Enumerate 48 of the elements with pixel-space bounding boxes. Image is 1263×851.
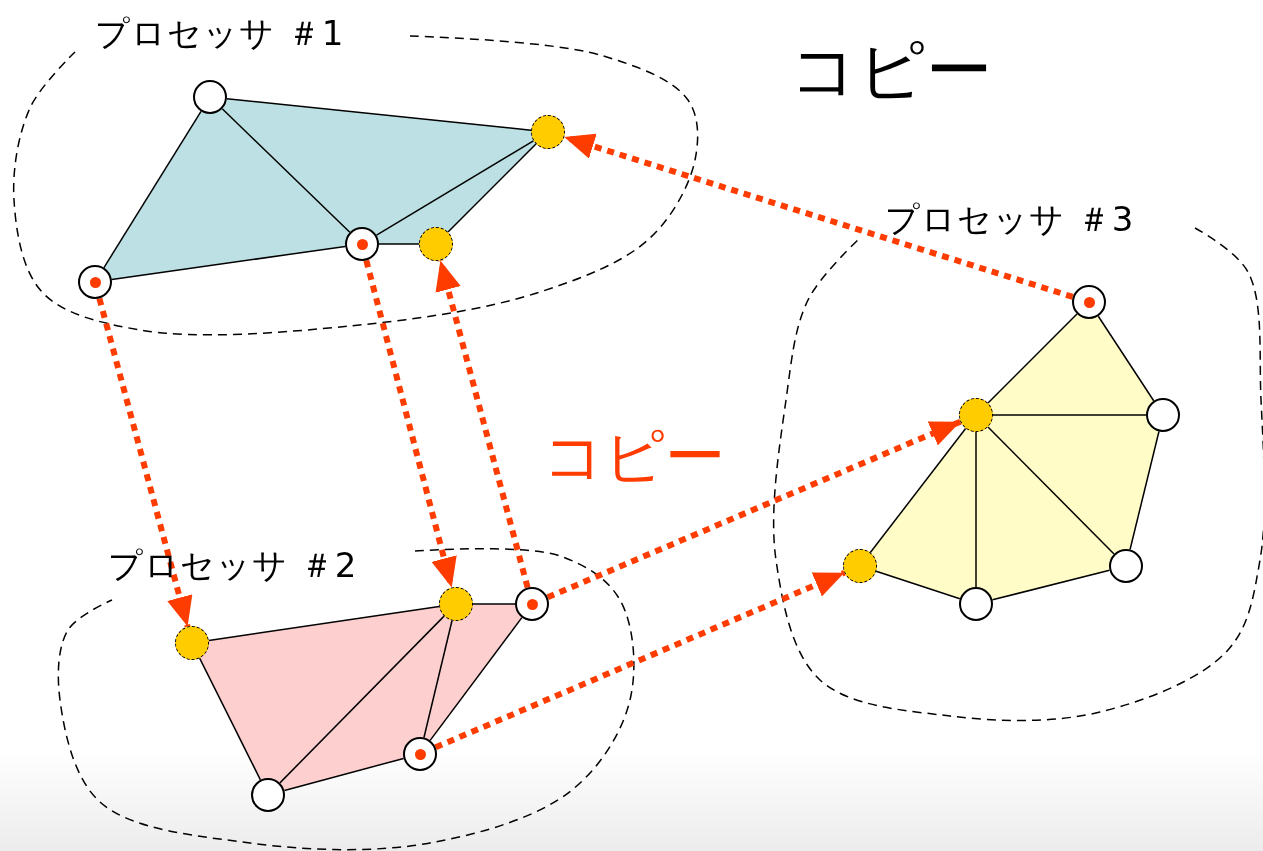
mesh-line <box>375 140 535 236</box>
arrow <box>96 297 193 628</box>
mesh-line <box>103 110 202 269</box>
mesh-line <box>447 143 537 233</box>
processor-label: プロセッサ ＃2 <box>108 548 358 582</box>
dashed-vertex-circle <box>419 227 453 261</box>
vertex-circle <box>959 587 993 621</box>
dashed-vertex-circle <box>439 587 473 621</box>
mesh-line <box>423 619 453 739</box>
mesh-line <box>226 98 532 131</box>
mesh-line <box>472 603 516 605</box>
mesh-line <box>111 245 346 281</box>
mesh-line <box>1129 430 1160 551</box>
arrow <box>546 418 962 601</box>
vertex-circle <box>1146 398 1180 432</box>
mesh-line <box>975 431 977 588</box>
processor-label: プロセッサ ＃3 <box>885 202 1135 236</box>
copy-label: コピー <box>543 426 725 486</box>
mesh-line <box>869 427 967 554</box>
arrow <box>435 259 531 589</box>
mesh-line <box>198 657 262 781</box>
dashed-vertex-circle <box>175 626 209 660</box>
mesh-line <box>283 757 405 792</box>
dashed-vertex-circle <box>531 115 565 149</box>
dashed-vertex-circle <box>843 549 877 583</box>
mesh-line <box>991 569 1111 601</box>
arrow <box>563 133 1074 300</box>
mesh-line <box>992 414 1147 416</box>
processor-label: プロセッサ ＃1 <box>95 16 345 50</box>
marked-vertex-circle <box>345 227 379 261</box>
mesh-line <box>875 570 961 600</box>
marked-vertex-circle <box>515 587 549 621</box>
arrow <box>434 569 846 751</box>
mesh-line <box>221 108 351 233</box>
mesh-line <box>279 615 445 784</box>
mesh-line <box>987 313 1078 404</box>
mesh-line <box>429 616 523 742</box>
marked-vertex-circle <box>78 265 112 299</box>
mesh-line <box>378 243 420 245</box>
vertex-circle <box>1109 549 1143 583</box>
vertex-circle <box>193 80 227 114</box>
mesh-line <box>987 426 1115 555</box>
mesh-line <box>1097 315 1155 402</box>
marked-vertex-circle <box>1072 285 1106 319</box>
mesh-line <box>208 605 440 642</box>
dashed-vertex-circle <box>959 398 993 432</box>
heading: コピー <box>790 38 992 104</box>
arrow <box>363 259 457 589</box>
